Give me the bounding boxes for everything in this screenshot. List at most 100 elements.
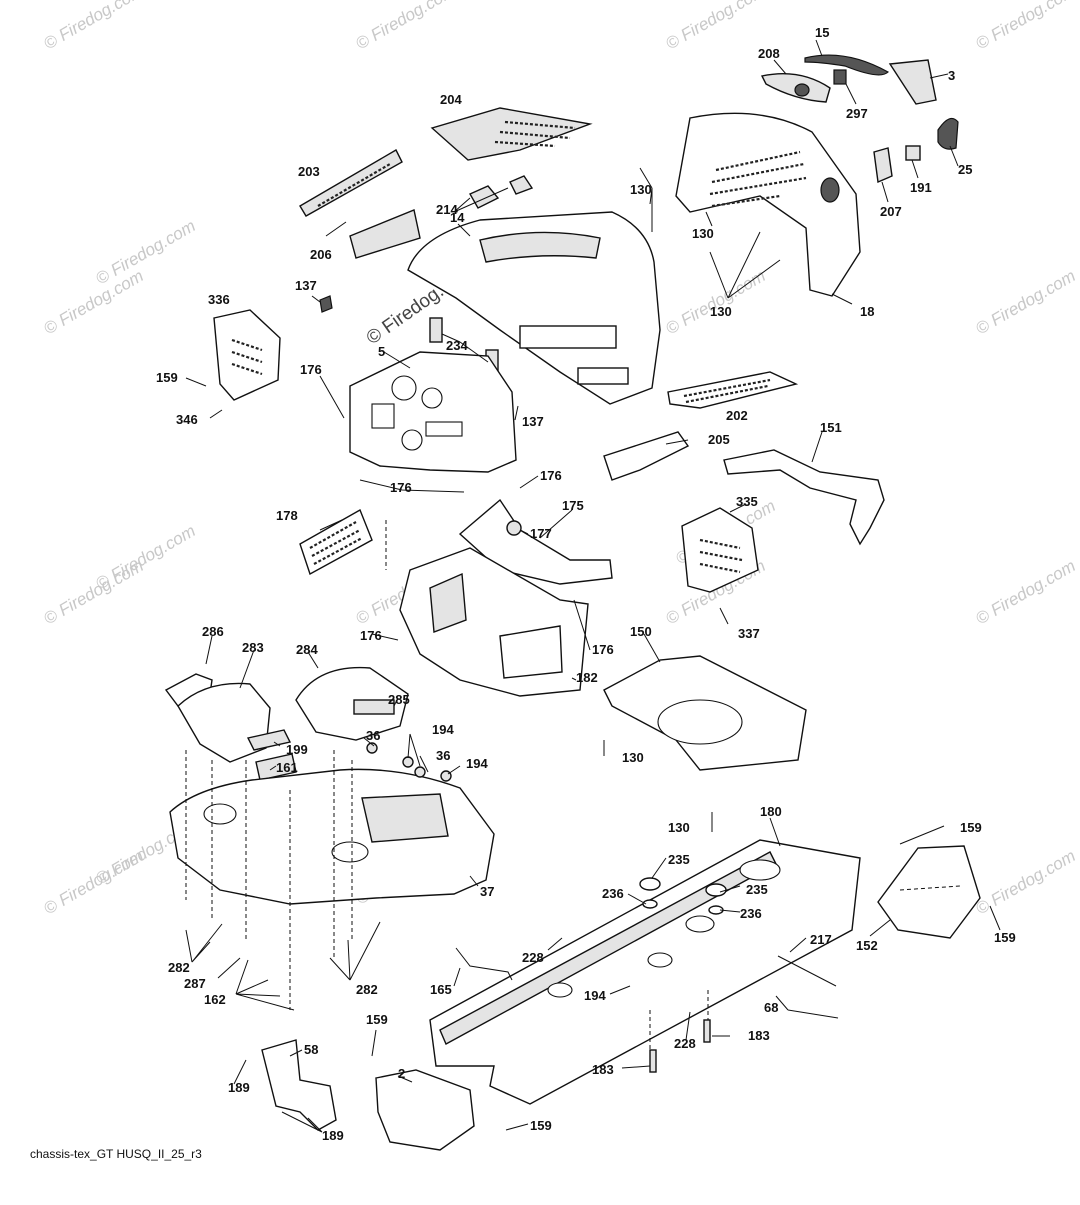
part-number-label: 159	[530, 1118, 552, 1133]
part-number-label: 236	[602, 886, 624, 901]
side-panel-right-part	[681, 507, 759, 593]
part-number-label: 194	[432, 722, 454, 737]
part-number-label: 194	[584, 988, 606, 1003]
headlight-lens-part	[760, 73, 831, 103]
pin-part	[703, 1019, 711, 1043]
watermark-layer: © Firedog.com © Firedog.com © Firedog.co…	[41, 0, 1079, 918]
part-number-label: 68	[764, 1000, 778, 1015]
part-number-label: 335	[736, 494, 758, 509]
part-number-label: 25	[958, 162, 972, 177]
knob-part	[506, 520, 522, 536]
watermark: © Firedog.com	[973, 556, 1079, 628]
leader-lines	[185, 39, 1001, 1133]
lens-right-part	[937, 117, 959, 150]
part-number-label: 159	[960, 820, 982, 835]
fender-right-part	[295, 666, 409, 741]
part-number-label: 130	[668, 820, 690, 835]
label-layer: 1520832972042519120720313013021414206130…	[156, 25, 1016, 1143]
part-number-label: 161	[276, 760, 298, 775]
part-number-label: 205	[708, 432, 730, 447]
watermark: © Firedog.com	[663, 0, 769, 53]
watermark: © Firedog.com	[41, 0, 147, 53]
part-number-label: 183	[592, 1062, 614, 1077]
part-number-label: 152	[856, 938, 878, 953]
part-number-label: 178	[276, 508, 298, 523]
floor-pan-part	[603, 655, 807, 771]
part-number-label: 159	[156, 370, 178, 385]
part-number-label: 18	[860, 304, 874, 319]
part-number-label: 297	[846, 106, 868, 121]
rod-part	[777, 955, 837, 987]
bracket-part	[375, 1069, 475, 1151]
clip-small-part	[319, 295, 333, 313]
part-number-label: 176	[592, 642, 614, 657]
figure-caption: chassis-tex_GT HUSQ_II_25_r3	[30, 1147, 202, 1161]
support-bracket-part	[723, 449, 885, 546]
part-number-label: 176	[360, 628, 382, 643]
decal-part	[246, 729, 292, 751]
part-number-label: 191	[910, 180, 932, 195]
part-number-label: 151	[820, 420, 842, 435]
vent-panel-part	[299, 508, 373, 576]
part-number-label: 130	[692, 226, 714, 241]
part-number-label: 285	[388, 692, 410, 707]
part-number-label: 14	[450, 210, 465, 225]
part-number-label: 176	[390, 480, 412, 495]
part-number-label: 283	[242, 640, 264, 655]
watermark: © Firedog.com	[973, 266, 1079, 338]
watermark: © Firedog.com	[973, 0, 1079, 53]
part-number-label: 5	[378, 344, 385, 359]
clip-part	[833, 69, 847, 85]
part-number-label: 189	[322, 1128, 344, 1143]
lamp-socket-part	[905, 145, 921, 161]
part-number-label: 228	[674, 1036, 696, 1051]
part-number-label: 15	[815, 25, 829, 40]
part-number-label: 130	[630, 182, 652, 197]
bushing-group	[639, 877, 727, 915]
part-number-label: 177	[530, 526, 552, 541]
headlight-bracket-part	[888, 59, 937, 105]
part-number-label: 36	[366, 728, 380, 743]
alignment-lines	[185, 520, 709, 1050]
handle-part	[353, 699, 395, 715]
hood-part	[407, 211, 661, 405]
watermark: © Firedog.com	[663, 266, 769, 338]
parts-layer	[164, 39, 1001, 1151]
part-number-label: 207	[880, 204, 902, 219]
part-number-label: 137	[522, 414, 544, 429]
part-number-label: 180	[760, 804, 782, 819]
watermark: © Firedog.com	[41, 266, 147, 338]
front-bumper-part	[675, 112, 861, 297]
fender-left-part	[177, 682, 271, 763]
pin-part	[649, 1049, 657, 1073]
part-number-label: 189	[228, 1080, 250, 1095]
part-number-label: 37	[480, 884, 494, 899]
watermark: © Firedog.com	[353, 0, 459, 53]
trim-strip-part	[804, 54, 889, 76]
dash-panel-part	[349, 351, 517, 473]
lower-grille-part	[667, 371, 799, 409]
part-number-label: 36	[436, 748, 450, 763]
part-number-label: 235	[746, 882, 768, 897]
part-number-label: 182	[576, 670, 598, 685]
hood-bracket-part	[469, 175, 534, 209]
part-number-label: 3	[948, 68, 955, 83]
part-number-label: 165	[430, 982, 452, 997]
watermark: © Firedog.com	[93, 521, 199, 593]
part-number-label: 236	[740, 906, 762, 921]
seat-pan-part	[877, 845, 981, 939]
hood-top-grille-part	[430, 107, 593, 161]
rod-part	[455, 947, 513, 981]
part-number-label: 336	[208, 292, 230, 307]
part-number-label: 234	[446, 338, 468, 353]
part-number-label: 137	[295, 278, 317, 293]
side-grille-part	[299, 149, 403, 217]
part-number-label: 235	[668, 852, 690, 867]
part-number-label: 150	[630, 624, 652, 639]
part-number-label: 204	[440, 92, 462, 107]
part-number-label: 176	[540, 468, 562, 483]
part-number-label: 159	[994, 930, 1016, 945]
fastener-group	[366, 742, 452, 782]
part-number-label: 206	[310, 247, 332, 262]
